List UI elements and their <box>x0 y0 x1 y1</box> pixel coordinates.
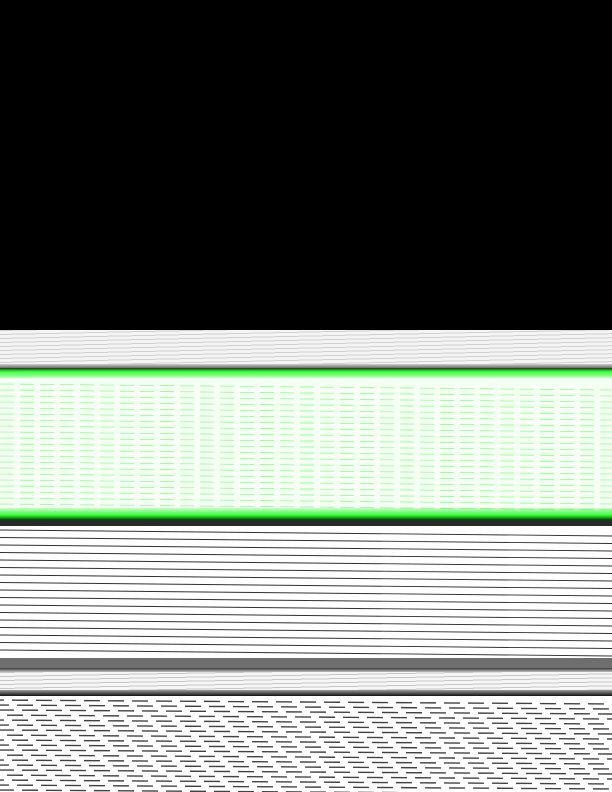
dotted-band-top <box>0 330 612 368</box>
dash-stripe-lines <box>0 699 612 792</box>
dark-stripe-lines <box>0 529 612 657</box>
green-striped-band <box>0 368 612 520</box>
dotted-band-bottom <box>0 668 612 696</box>
diagonal-lines-band <box>0 520 612 668</box>
dash-pattern-graphic <box>0 699 612 792</box>
dashed-pattern-band <box>0 696 612 792</box>
green-stripes-graphic <box>0 368 612 520</box>
black-region <box>0 0 612 330</box>
dark-lines-graphic <box>0 520 612 668</box>
green-stripe-lines <box>0 383 612 511</box>
